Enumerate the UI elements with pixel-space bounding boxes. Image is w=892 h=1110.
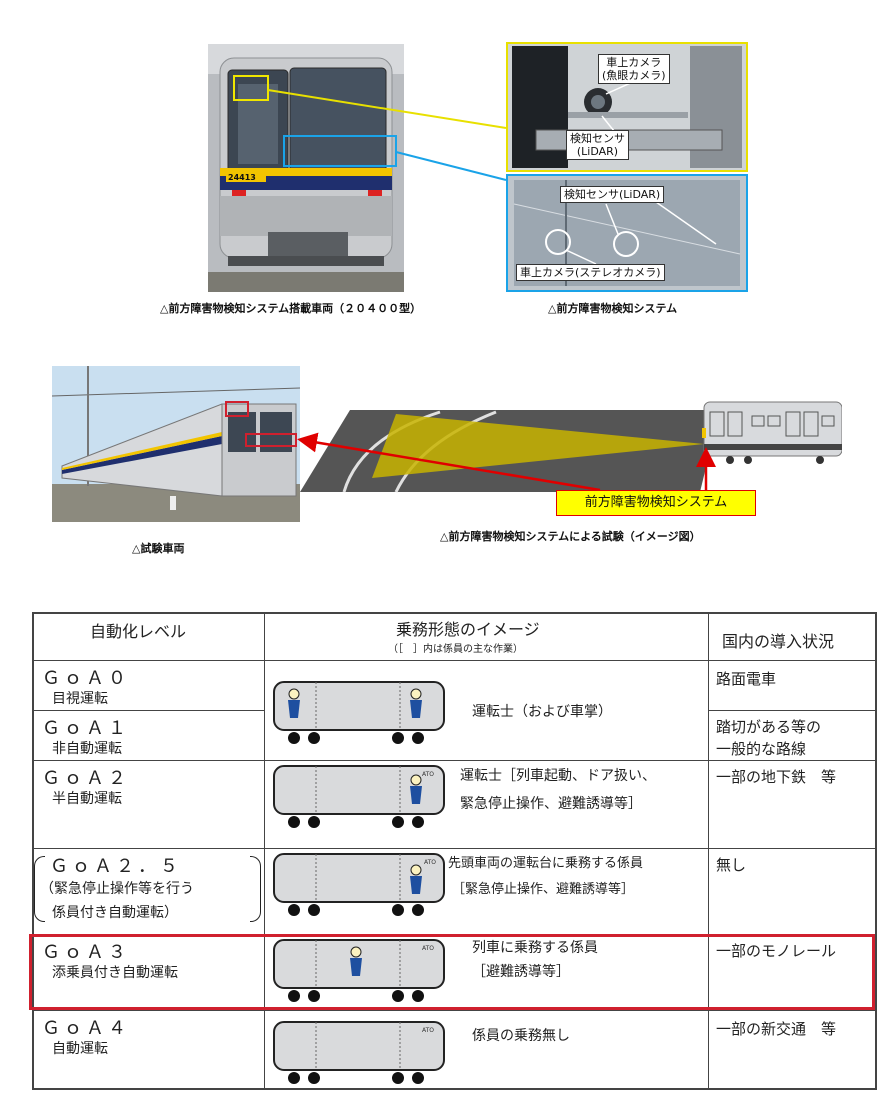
goa2-status: 一部の地下鉄 等 (716, 768, 837, 786)
goa25-desc-2: ［緊急停止操作、避難誘導等］ (452, 882, 635, 897)
callout-lidar-top: 検知センサ (LiDAR) (566, 130, 629, 160)
goa4-sub: 自動運転 (52, 1041, 108, 1057)
callout-lidar-bottom: 検知センサ(LiDAR) (560, 186, 665, 203)
goa25-bracket-left (34, 856, 45, 922)
track-diagram (300, 398, 843, 502)
goa0-sub: 目視運転 (52, 691, 108, 707)
system-label-text: 前方障害物検知システム (584, 495, 728, 510)
ato-label-goa2: ATO (422, 771, 434, 778)
goa25-bracket-right (250, 856, 261, 922)
ato-label-goa3: ATO (422, 945, 434, 952)
goa3-status: 一部のモノレール (716, 942, 837, 960)
header-image-note: （［ ］内は係員の主な作業） (388, 644, 523, 655)
ato-label-goa25: ATO (424, 859, 436, 866)
goa2-title: ＧｏＡ２ (42, 768, 130, 789)
goa4-title: ＧｏＡ４ (42, 1018, 130, 1039)
goa2-sub: 半自動運転 (52, 791, 122, 807)
goa25-desc-1: 先頭車両の運転台に乗務する係員 (448, 856, 644, 871)
goa01-desc: 運転士（および車掌） (472, 704, 612, 720)
ato-label-goa4: ATO (422, 1027, 434, 1034)
car-goa3: ATO (272, 936, 448, 1010)
car-goa25: ATO (272, 850, 448, 924)
goa25-title: ＧｏＡ２．５ (50, 856, 182, 877)
link-lines (267, 89, 507, 181)
goa0-status: 路面電車 (716, 670, 777, 688)
goa2-desc-2: 緊急停止操作、避難誘導等］ (460, 796, 642, 812)
caption-vehicle: △前方障害物検知システム搭載車両（２０４００型） (160, 302, 422, 315)
callout-fisheye-line1: 車上カメラ (606, 56, 662, 69)
callout-fisheye-camera: 車上カメラ (魚眼カメラ) (598, 54, 670, 84)
goa1-status-2: 一般的な路線 (716, 740, 807, 758)
test-vehicle-photo (51, 366, 301, 522)
goa1-sub: 非自動運転 (52, 741, 122, 757)
callout-lidar-full: 検知センサ(LiDAR) (564, 188, 661, 201)
callout-lidar-line2: (LiDAR) (576, 145, 619, 158)
goa2-desc-1: 運転士［列車起動、ドア扱い、 (460, 768, 656, 784)
goa4-status: 一部の新交通 等 (716, 1020, 837, 1038)
goa25-status: 無し (716, 856, 747, 874)
red-arrows (297, 432, 716, 492)
callout-stereo-camera: 車上カメラ(ステレオカメラ) (516, 264, 665, 281)
callout-fisheye-line2: (魚眼カメラ) (602, 69, 666, 82)
car-goa01 (272, 678, 448, 752)
caption-test-image: △前方障害物検知システムによる試験（イメージ図） (440, 530, 701, 543)
header-image: 乗務形態のイメージ (396, 620, 540, 639)
header-level: 自動化レベル (90, 622, 187, 641)
train-front-photo: 24413 (208, 44, 404, 292)
goa3-highlight (29, 934, 875, 1010)
callout-lidar-line1: 検知センサ (570, 132, 625, 145)
callout-stereo-text: 車上カメラ(ステレオカメラ) (520, 266, 661, 279)
goa-table: 自動化レベル 乗務形態のイメージ （［ ］内は係員の主な作業） 国内の導入状況 … (29, 612, 877, 1092)
caption-test-vehicle: △試験車両 (132, 542, 185, 555)
goa1-title: ＧｏＡ１ (42, 718, 130, 739)
header-status: 国内の導入状況 (722, 632, 835, 651)
caption-system: △前方障害物検知システム (548, 302, 678, 315)
goa4-desc: 係員の乗務無し (472, 1028, 570, 1044)
goa1-status-1: 踏切がある等の (716, 718, 822, 736)
goa3-desc-2: ［避難誘導等］ (472, 964, 570, 980)
goa3-desc-1: 列車に乗務する係員 (472, 940, 598, 956)
system-label-box: 前方障害物検知システム (556, 490, 756, 516)
goa25-sub-1: （緊急停止操作等を行う (40, 881, 194, 897)
car-goa4: ATO (272, 1018, 448, 1092)
train-number: 24413 (228, 173, 256, 182)
goa3-title: ＧｏＡ３ (42, 942, 130, 963)
car-goa2: ATO (272, 762, 448, 836)
goa3-sub: 添乗員付き自動運転 (52, 965, 178, 981)
goa25-sub-2: 係員付き自動運転） (52, 905, 178, 921)
goa0-title: ＧｏＡ０ (42, 668, 130, 689)
